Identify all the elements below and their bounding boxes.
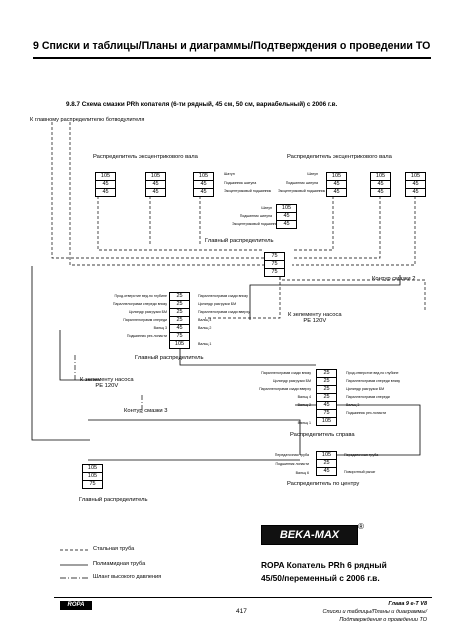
dist-value: 45	[316, 467, 337, 476]
dist-value: 45	[193, 188, 214, 197]
eccentric-right-title: Распределитель эксцентрикового вала	[287, 154, 392, 160]
right-block-label: Вальц 2	[297, 403, 311, 407]
right-block-title: Распределитель справа	[290, 432, 355, 438]
center2-label: Эксцентриковый подшипник	[232, 222, 280, 226]
center2-label: Подшипник шатуна	[239, 214, 272, 218]
right-block-label: Цилиндр разгрузки БМ	[272, 379, 311, 383]
pump-note-right: К зелементу насоса PE 120V	[288, 312, 342, 324]
center-block-label-right: Поворотный рычаг	[344, 470, 376, 474]
right-block-label: Параллелограмм сзади внизу	[261, 371, 311, 375]
page-title: 9 Списки и таблицы/Планы и диаграммы/Под…	[33, 40, 431, 52]
right-block-label: Вальц 4	[297, 395, 311, 399]
dist-value: 45	[370, 188, 391, 197]
right-block-label-right: Параллелограмм спереди	[346, 395, 390, 399]
right-block-label-right: Параллелограмм спереди внизу	[346, 379, 401, 383]
footer-ref-2: Подтверждения о проведении ТО	[339, 617, 427, 623]
circuit-3-label: Контур смазки 3	[124, 408, 168, 414]
brand-caption-2: 45/50/переменный с 2006 г.в.	[261, 573, 380, 583]
title-rule	[33, 57, 431, 59]
page-number: 417	[236, 608, 247, 615]
center-label-right: Шатун	[307, 172, 318, 176]
left-block-label-right: Вальц 2	[198, 326, 212, 330]
circuit-2-label: Контур смазки 2	[372, 276, 416, 282]
dist-value: 75	[264, 268, 285, 277]
dist-value: 45	[145, 188, 166, 197]
center-label: Эксцентриковый подшипник	[224, 189, 272, 193]
legend-hose: Шланг высокого давления	[93, 574, 162, 580]
dist-value: 45	[405, 188, 426, 197]
legend-polyamide: Полиамидная труба	[93, 561, 146, 567]
right-block-label-right: Цилиндр разгрузки БМ	[346, 387, 385, 391]
center-block-label-right: Передаточная труба	[344, 453, 379, 457]
right-block-label-right: Подшипник рез.лопасти	[346, 411, 387, 415]
section-subtitle: 9.8.7 Схема смазки PRh копателя (6-ти ря…	[66, 101, 338, 108]
center-label-right: Подшипник шатуна	[285, 181, 318, 185]
brand-caption-1: ROPA Копатель PRh 6 рядный	[261, 560, 387, 570]
left-block-label: Прод.отверстие вед.по глубине	[114, 294, 167, 298]
left-block-title: Главный распределитель	[135, 355, 204, 361]
dist-value: 75	[82, 480, 103, 489]
right-block-label: Параллелограмм сзади вверху	[259, 387, 311, 391]
center-block-title: Распределитель по центру	[287, 481, 360, 487]
center-label: Шатун	[224, 172, 235, 176]
left-block-label-right: Параллелограмм сзади внизу	[198, 294, 248, 298]
center-block-label: Подшипник лопасти	[275, 462, 309, 466]
main-distributor-top-title: Главный распределитель	[205, 238, 274, 244]
bottom-left-title: Главный распределитель	[79, 497, 148, 503]
left-block-label-right: Параллелограмм сзади вверху	[198, 310, 250, 314]
right-block-label-right: Вальц 3	[346, 403, 360, 407]
center-block-label: Вальц 6	[295, 471, 309, 475]
pump-note-left: К зелементу насоса PE 120V	[80, 377, 134, 389]
left-block-label: Цилиндр разгрузки БМ	[128, 310, 167, 314]
dist-value: 105	[169, 340, 190, 349]
left-block-label: Вальц 3	[153, 326, 167, 330]
ropa-logo: ROPA	[60, 601, 92, 610]
dist-value: 45	[326, 188, 347, 197]
center2-label: Шатун	[261, 206, 272, 210]
top-note: К главному распределителю ботводулителя	[30, 117, 145, 123]
right-block-label-right: Прод.отверстие вед.по глубине	[346, 371, 399, 375]
registered-icon: ®	[358, 522, 364, 531]
left-block-label: Параллелограмм спереди	[123, 318, 167, 322]
dist-value: 45	[95, 188, 116, 197]
left-block-label: Параллелограмм спереди внизу	[112, 302, 167, 306]
center-label: Подшипник шатуна	[224, 181, 257, 185]
left-block-label: Подшипник рез.лопасти	[126, 334, 167, 338]
dist-value: 45	[276, 220, 297, 229]
legend-steel: Стальная труба	[93, 546, 135, 552]
left-block-label-right: Вальц 4	[198, 318, 212, 322]
right-block-label: Вальц 1	[297, 421, 311, 425]
dist-value: 105	[316, 417, 337, 426]
left-block-label-right: Цилиндр разгрузки БМ	[198, 302, 237, 306]
center-block-label: Передаточная труба	[274, 453, 309, 457]
beka-max-logo: BEKA-MAX	[261, 525, 358, 545]
footer-chapter: Глава 9 e-T V8	[388, 601, 427, 607]
footer-rule	[54, 597, 432, 598]
center-label-right: Эксцентриковый подшипник	[278, 189, 326, 193]
eccentric-left-title: Распределитель эксцентрикового вала	[93, 154, 198, 160]
footer-ref-1: Списки и таблицы/Планы и диаграммы/	[322, 609, 427, 615]
left-block-label-right: Вальц 1	[198, 342, 212, 346]
